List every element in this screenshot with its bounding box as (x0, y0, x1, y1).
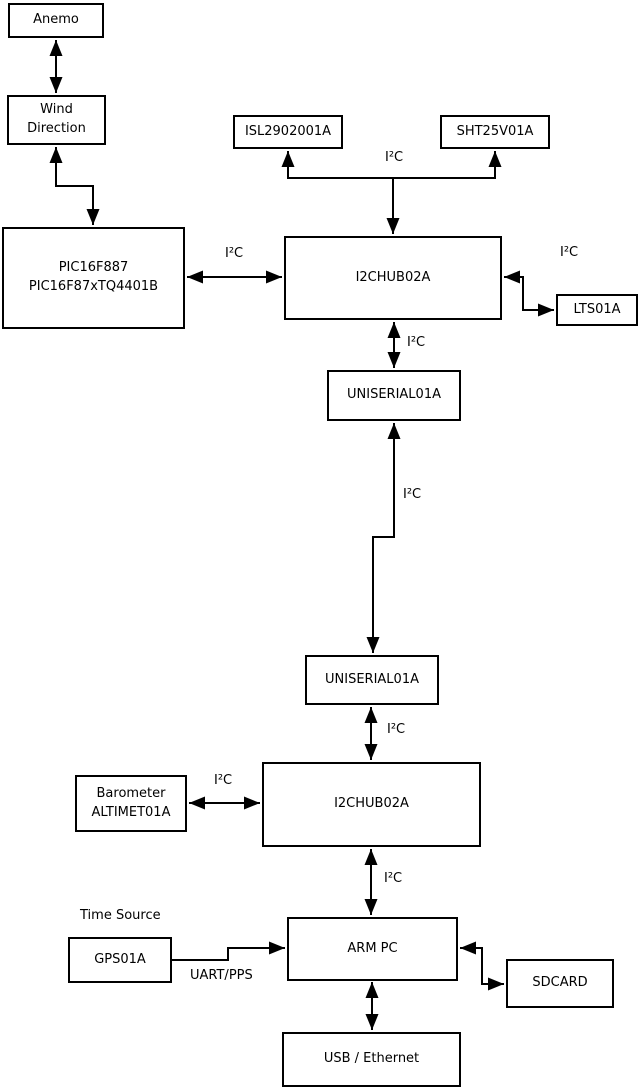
node-arm-pc-label: ARM PC (347, 940, 398, 956)
node-isl2902001a-label: ISL2902001A (244, 123, 332, 139)
node-anemo: Anemo (8, 3, 104, 38)
node-uniserial01a-top: UNISERIAL01A (327, 370, 461, 421)
edge-label-i2c-hub2-armpc: I²C (384, 871, 403, 886)
node-uniserial01a-bottom: UNISERIAL01A (305, 655, 439, 705)
edge-label-i2c-sensor-bus: I²C (385, 150, 404, 165)
label-time-source: Time Source (80, 908, 161, 923)
node-usb-ethernet: USB / Ethernet (282, 1032, 461, 1087)
node-i2chub02a-bottom-label: I2CHUB02A (334, 796, 409, 812)
node-barometer-altimet01a: Barometer ALTIMET01A (75, 775, 187, 832)
edge-armpc-sdcard (460, 941, 504, 991)
node-sht25v01a-label: SHT25V01A (456, 123, 534, 139)
node-gps01a: GPS01A (68, 937, 172, 983)
node-sht25v01a: SHT25V01A (440, 115, 550, 149)
node-uniserial01a-bottom-label: UNISERIAL01A (325, 671, 419, 687)
edge-label-i2c-barometer: I²C (214, 773, 233, 788)
node-anemo-label: Anemo (33, 12, 79, 28)
node-gps01a-label: GPS01A (94, 951, 146, 967)
node-wind-direction-label: Wind Direction (27, 102, 86, 136)
node-pic16f887-label: PIC16F887 PIC16F87xTQ4401B (28, 260, 159, 294)
edge-label-i2c-uniserial-link: I²C (403, 487, 422, 502)
node-wind-direction: Wind Direction (7, 95, 106, 145)
edge-isl-sht-bus (281, 151, 502, 179)
node-arm-pc: ARM PC (287, 917, 458, 981)
node-sdcard-label: SDCARD (532, 975, 588, 991)
edge-uniserial-top-uniserial-bottom (366, 423, 401, 653)
edge-label-i2c-lts: I²C (560, 245, 579, 260)
node-lts01a-label: LTS01A (573, 301, 621, 317)
node-usb-ethernet-label: USB / Ethernet (323, 1051, 420, 1067)
node-lts01a: LTS01A (556, 294, 638, 326)
node-isl2902001a: ISL2902001A (233, 115, 343, 149)
edge-i2chub-top-lts (504, 270, 554, 317)
edge-winddirection-pic (49, 147, 100, 225)
node-i2chub02a-top: I2CHUB02A (284, 236, 502, 320)
node-i2chub02a-bottom: I2CHUB02A (262, 762, 481, 847)
edge-gps-armpc (172, 941, 285, 961)
node-sdcard: SDCARD (506, 959, 614, 1008)
node-pic16f887: PIC16F887 PIC16F87xTQ4401B (2, 227, 185, 329)
node-uniserial01a-top-label: UNISERIAL01A (347, 387, 441, 403)
node-i2chub02a-top-label: I2CHUB02A (355, 269, 431, 285)
edge-label-uart-pps: UART/PPS (190, 968, 253, 983)
node-barometer-altimet01a-label: Barometer ALTIMET01A (91, 785, 171, 820)
edge-label-i2c-pic-hub: I²C (225, 246, 244, 261)
edge-label-i2c-uniserial-hub2: I²C (387, 722, 406, 737)
edge-label-i2c-hub-uniserial: I²C (407, 335, 426, 350)
